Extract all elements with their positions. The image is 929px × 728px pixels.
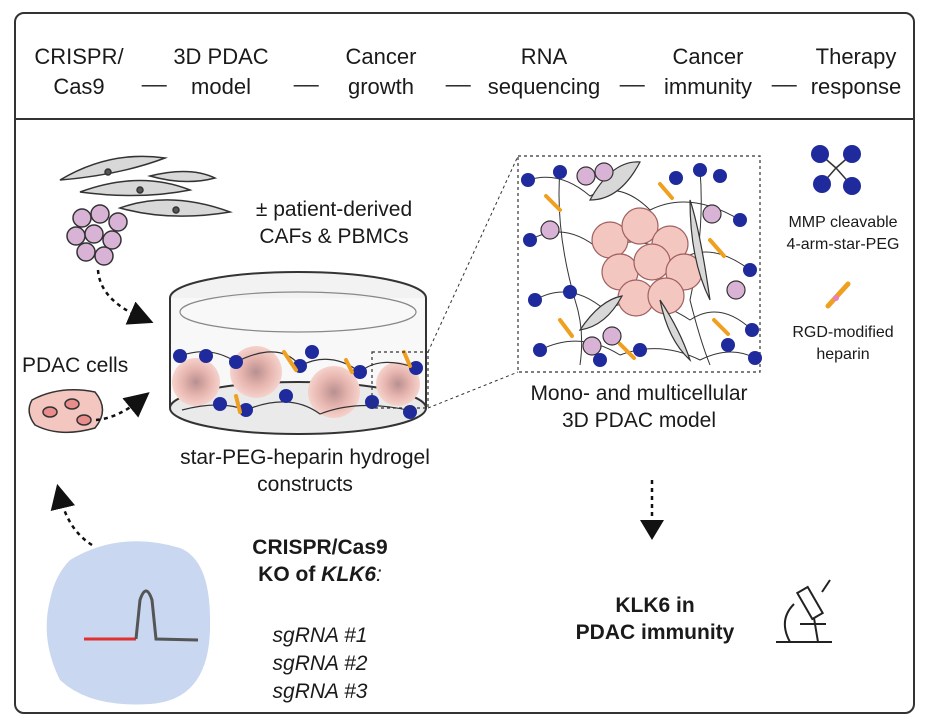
step-label: Therapy bbox=[815, 44, 897, 69]
legend-heparin-line1: RGD-modified bbox=[792, 324, 894, 341]
caf-icon bbox=[59, 155, 233, 217]
outcome-label: KLK6 in PDAC immunity bbox=[560, 592, 750, 646]
arrow-head-down bbox=[640, 520, 664, 540]
step-growth: Cancer growth bbox=[326, 42, 436, 102]
legend-peg-label: MMP cleavable 4-arm-star-PEG bbox=[768, 212, 918, 256]
microscope-icon bbox=[776, 579, 832, 643]
outcome-line2: PDAC immunity bbox=[575, 621, 735, 644]
step-immunity: Cancer immunity bbox=[648, 42, 768, 102]
step-label: Cancer bbox=[345, 44, 417, 69]
arrow-cells-to-dish bbox=[96, 269, 154, 325]
crispr-title-prefix: KO of bbox=[258, 563, 322, 586]
cells-label-line1: ± patient-derived bbox=[255, 198, 413, 221]
model-label-line1: Mono- and multicellular bbox=[530, 382, 748, 405]
step-label: RNA bbox=[520, 44, 568, 69]
step-label: Cancer bbox=[672, 44, 744, 69]
crispr-graphic bbox=[46, 541, 211, 705]
legend-heparin-icon bbox=[825, 281, 851, 309]
step-connector: __ bbox=[142, 62, 167, 87]
legend-peg-icon bbox=[811, 145, 861, 195]
figure-frame bbox=[14, 12, 915, 714]
hydrogel-label-line1: star-PEG-heparin hydrogel bbox=[180, 446, 430, 469]
step-label: model bbox=[191, 74, 251, 99]
step-therapy: Therapy response bbox=[796, 42, 916, 102]
pdac-cells-label: PDAC cells bbox=[22, 354, 129, 377]
legend-peg-line1: MMP cleavable bbox=[788, 214, 898, 231]
crispr-title: CRISPR/Cas9 KO of KLK6: bbox=[220, 534, 420, 588]
crispr-title-line1: CRISPR/Cas9 bbox=[252, 536, 388, 559]
guide-item: sgRNA #1 bbox=[272, 624, 368, 647]
step-connector: __ bbox=[772, 62, 797, 87]
step-connector: __ bbox=[446, 62, 471, 87]
cells-label: ± patient-derived CAFs & PBMCs bbox=[234, 196, 434, 250]
outcome-line1: KLK6 in bbox=[615, 594, 695, 617]
guide-list: sgRNA #1 sgRNA #2 sgRNA #3 bbox=[240, 622, 400, 706]
pdac-cells-icon bbox=[28, 389, 104, 434]
crispr-title-suffix: : bbox=[376, 563, 382, 586]
hydrogel-label-line2: constructs bbox=[257, 473, 353, 496]
step-connector: __ bbox=[620, 62, 645, 87]
legend-heparin-line2: heparin bbox=[816, 346, 870, 363]
legend-heparin-label: RGD-modified heparin bbox=[768, 322, 918, 366]
step-label: immunity bbox=[663, 74, 752, 99]
zoom-line-top bbox=[427, 155, 519, 353]
step-label: Cas9 bbox=[53, 74, 105, 99]
step-label: growth bbox=[347, 74, 415, 99]
hydrogel-label: star-PEG-heparin hydrogel constructs bbox=[150, 444, 460, 498]
crispr-title-line2: KO of KLK6: bbox=[220, 561, 420, 588]
model-label: Mono- and multicellular 3D PDAC model bbox=[504, 380, 774, 434]
step-rna: RNA sequencing bbox=[474, 42, 614, 102]
step-crispr: CRISPR/ Cas9 bbox=[24, 42, 134, 102]
crispr-gene: KLK6 bbox=[321, 563, 376, 586]
model-label-line2: 3D PDAC model bbox=[561, 409, 717, 432]
step-3d-model: 3D PDAC model bbox=[166, 42, 276, 102]
step-label: sequencing bbox=[487, 74, 601, 99]
step-label: 3D PDAC bbox=[173, 44, 269, 69]
arrow-crispr-to-pdac bbox=[50, 483, 93, 547]
step-connector: __ bbox=[294, 62, 319, 87]
step-label: response bbox=[810, 74, 902, 99]
guide-item: sgRNA #3 bbox=[272, 680, 368, 703]
legend-peg-line2: 4-arm-star-PEG bbox=[786, 236, 900, 253]
pbmc-icon bbox=[66, 204, 128, 266]
header-divider bbox=[14, 118, 915, 120]
arrow-pdac-to-dish bbox=[95, 392, 150, 422]
step-label: CRISPR/ bbox=[34, 44, 124, 69]
cells-label-line2: CAFs & PBMCs bbox=[259, 225, 409, 248]
zoom-line-bottom bbox=[427, 371, 519, 409]
zoomed-model bbox=[517, 155, 762, 373]
hydrogel-dish bbox=[169, 271, 429, 435]
guide-item: sgRNA #2 bbox=[272, 652, 368, 675]
